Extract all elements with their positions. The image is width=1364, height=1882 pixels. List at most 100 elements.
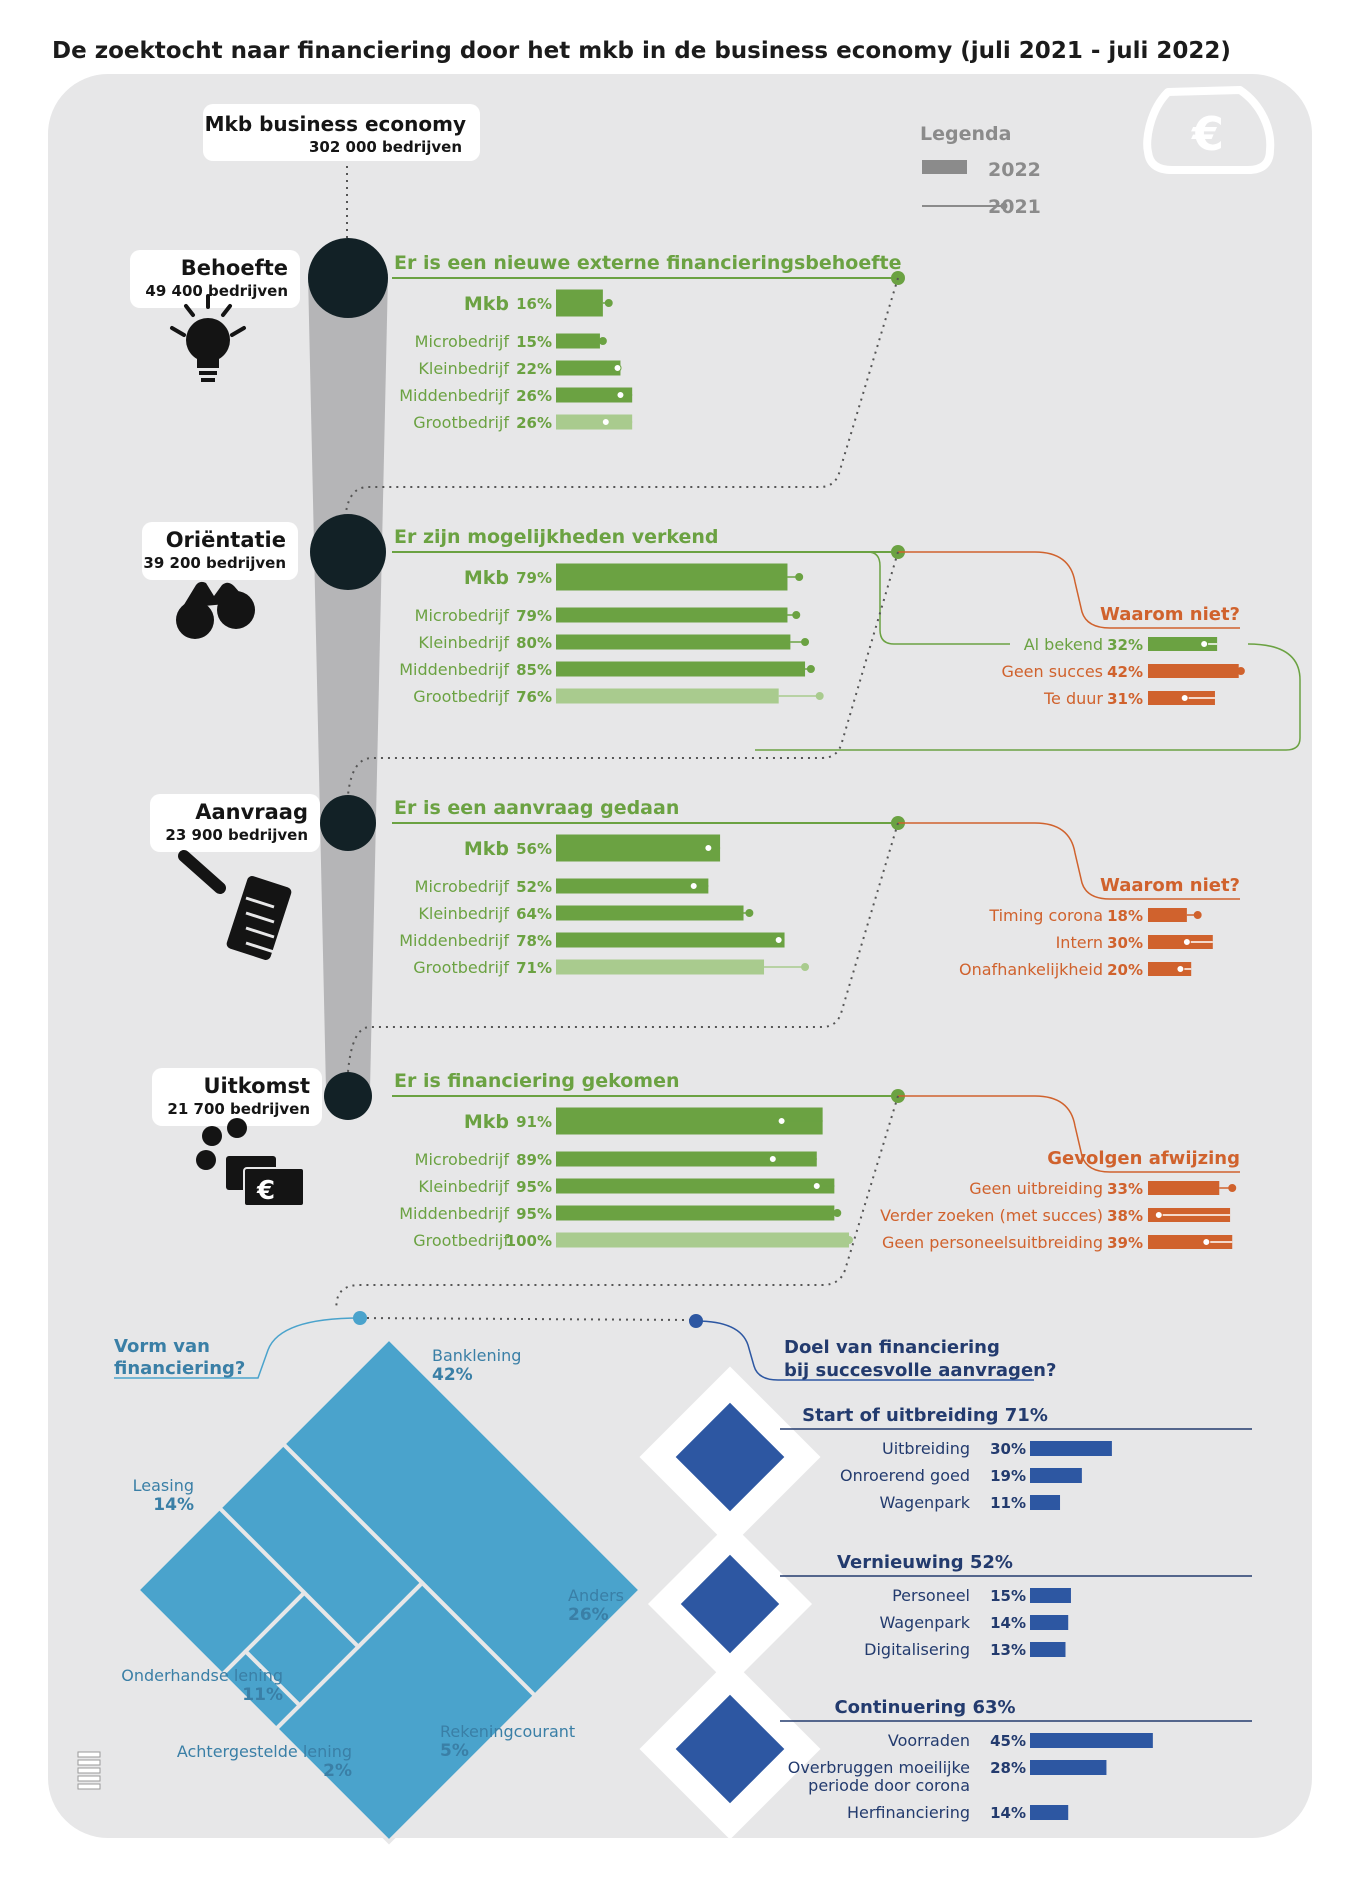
goal-item-label: Digitalisering [864,1640,970,1659]
row-pct: 79% [516,569,552,587]
form-item-pct: 42% [432,1365,473,1385]
row-pct: 26% [516,387,552,405]
side-dot-2021 [1202,1238,1211,1246]
green-bracket [867,551,1010,645]
goal-diamond [675,1402,785,1512]
goal-item-bar [1030,1468,1082,1483]
top-box: Mkb business economy 302 000 bedrijven [203,104,480,161]
dot-2021 [768,1155,777,1163]
side-dot-2021 [1228,1184,1237,1192]
bar-2022 [556,360,621,376]
side-bar-2022 [1148,664,1239,678]
dot-2021 [845,1236,853,1244]
side-heading: Gevolgen afwijzing [1047,1148,1240,1169]
row-pct: 16% [516,295,552,313]
row-pct: 91% [516,1113,552,1131]
row-pct: 79% [516,607,552,625]
row-pct: 76% [516,688,552,706]
row-label: Mkb [464,838,509,860]
goal-item-pct: 14% [990,1804,1026,1822]
form-item-pct: 26% [568,1605,609,1625]
goal-item-bar [1030,1805,1069,1820]
form-item-pct: 2% [323,1761,352,1781]
dot-2021 [689,882,698,890]
goal-item-pct: 15% [990,1587,1026,1605]
stage-count: 23 900 bedrijven [165,826,308,844]
row-label: Kleinbedrijf [418,904,509,923]
euro-sign: € [256,1176,275,1206]
goal-item-pct: 45% [990,1732,1026,1750]
goal-item-bar [1030,1441,1112,1456]
side-row-label: Te duur [1043,689,1103,708]
stage-heading: Er is een nieuwe externe financieringsbe… [394,252,901,274]
goal-title: bij succesvolle aanvragen? [784,1360,1056,1381]
bar-2022 [556,414,633,430]
stage-node [320,795,376,851]
side-row-label: Al bekend [1024,635,1103,654]
stage-count: 21 700 bedrijven [167,1100,310,1118]
bar-2022 [556,333,600,349]
row-label: Mkb [464,567,509,589]
bar-2022 [556,905,744,921]
goal-item-label: Personeel [892,1586,970,1605]
stage-heading: Er is financiering gekomen [394,1070,680,1092]
stage-count: 39 200 bedrijven [143,554,286,572]
pen [178,850,226,894]
wallet-euro-icon: € [1143,60,1275,174]
side-row-pct: 42% [1107,663,1143,681]
legend-bar-label: 2022 [988,159,1041,181]
row-label: Mkb [464,1111,509,1133]
dot-2021 [604,299,613,307]
bar-2022 [556,688,779,704]
row-label: Microbedrijf [415,877,510,896]
legend-bar-swatch [922,160,967,174]
row-label: Kleinbedrijf [418,1177,509,1196]
row-label: Grootbedrijf [413,687,509,706]
side-bar-2022 [1148,1181,1220,1195]
side-heading: Waarom niet? [1100,875,1240,896]
row-pct: 85% [516,661,552,679]
side-row-label: Verder zoeken (met succes) [880,1206,1103,1225]
goal-item-pct: 14% [990,1614,1026,1632]
side-row-pct: 18% [1107,907,1143,925]
bulb-base [199,371,217,375]
bar-2022 [556,959,765,975]
row-pct: 95% [516,1205,552,1223]
dotted-connector [335,1095,899,1309]
bar-2022 [556,1232,849,1248]
form-treemap [134,1335,644,1845]
form-title: Vorm van [114,1336,210,1357]
goal-item-pct: 28% [990,1759,1026,1777]
logo-bar [77,1751,101,1758]
row-label: Kleinbedrijf [418,359,509,378]
stage-box [130,250,300,308]
dot-2021 [613,364,622,372]
goal-heading: Continuering 63% [834,1697,1015,1718]
bar-2022 [556,1178,835,1194]
bar-2022 [556,563,788,591]
bar-2022 [556,607,788,623]
binocular-body [182,581,248,608]
form-item-name: Banklening [432,1346,521,1365]
side-dot-2021 [1182,938,1191,946]
coin [196,1150,216,1170]
document-line [245,926,275,939]
side-dot-2021 [1236,667,1245,675]
treemap-achtergestelde-lening [219,1648,303,1732]
side-heading: Waarom niet? [1100,604,1240,625]
logo-bar [77,1783,101,1790]
row-label: Middenbedrijf [399,931,509,950]
pen-document-icon [178,850,292,960]
side-dot-2021 [1180,694,1189,702]
goal-item-pct: 19% [990,1467,1026,1485]
bar-2022 [556,932,785,948]
stage-count: 49 400 bedrijven [145,282,288,300]
side-row-label: Onafhankelijkheid [959,960,1103,979]
goal-item-bar [1030,1760,1107,1775]
row-pct: 78% [516,932,552,950]
goal-title: Doel van financiering [784,1337,1000,1358]
goal-item-pct: 13% [990,1641,1026,1659]
cbs-logo-icon [77,1751,101,1790]
